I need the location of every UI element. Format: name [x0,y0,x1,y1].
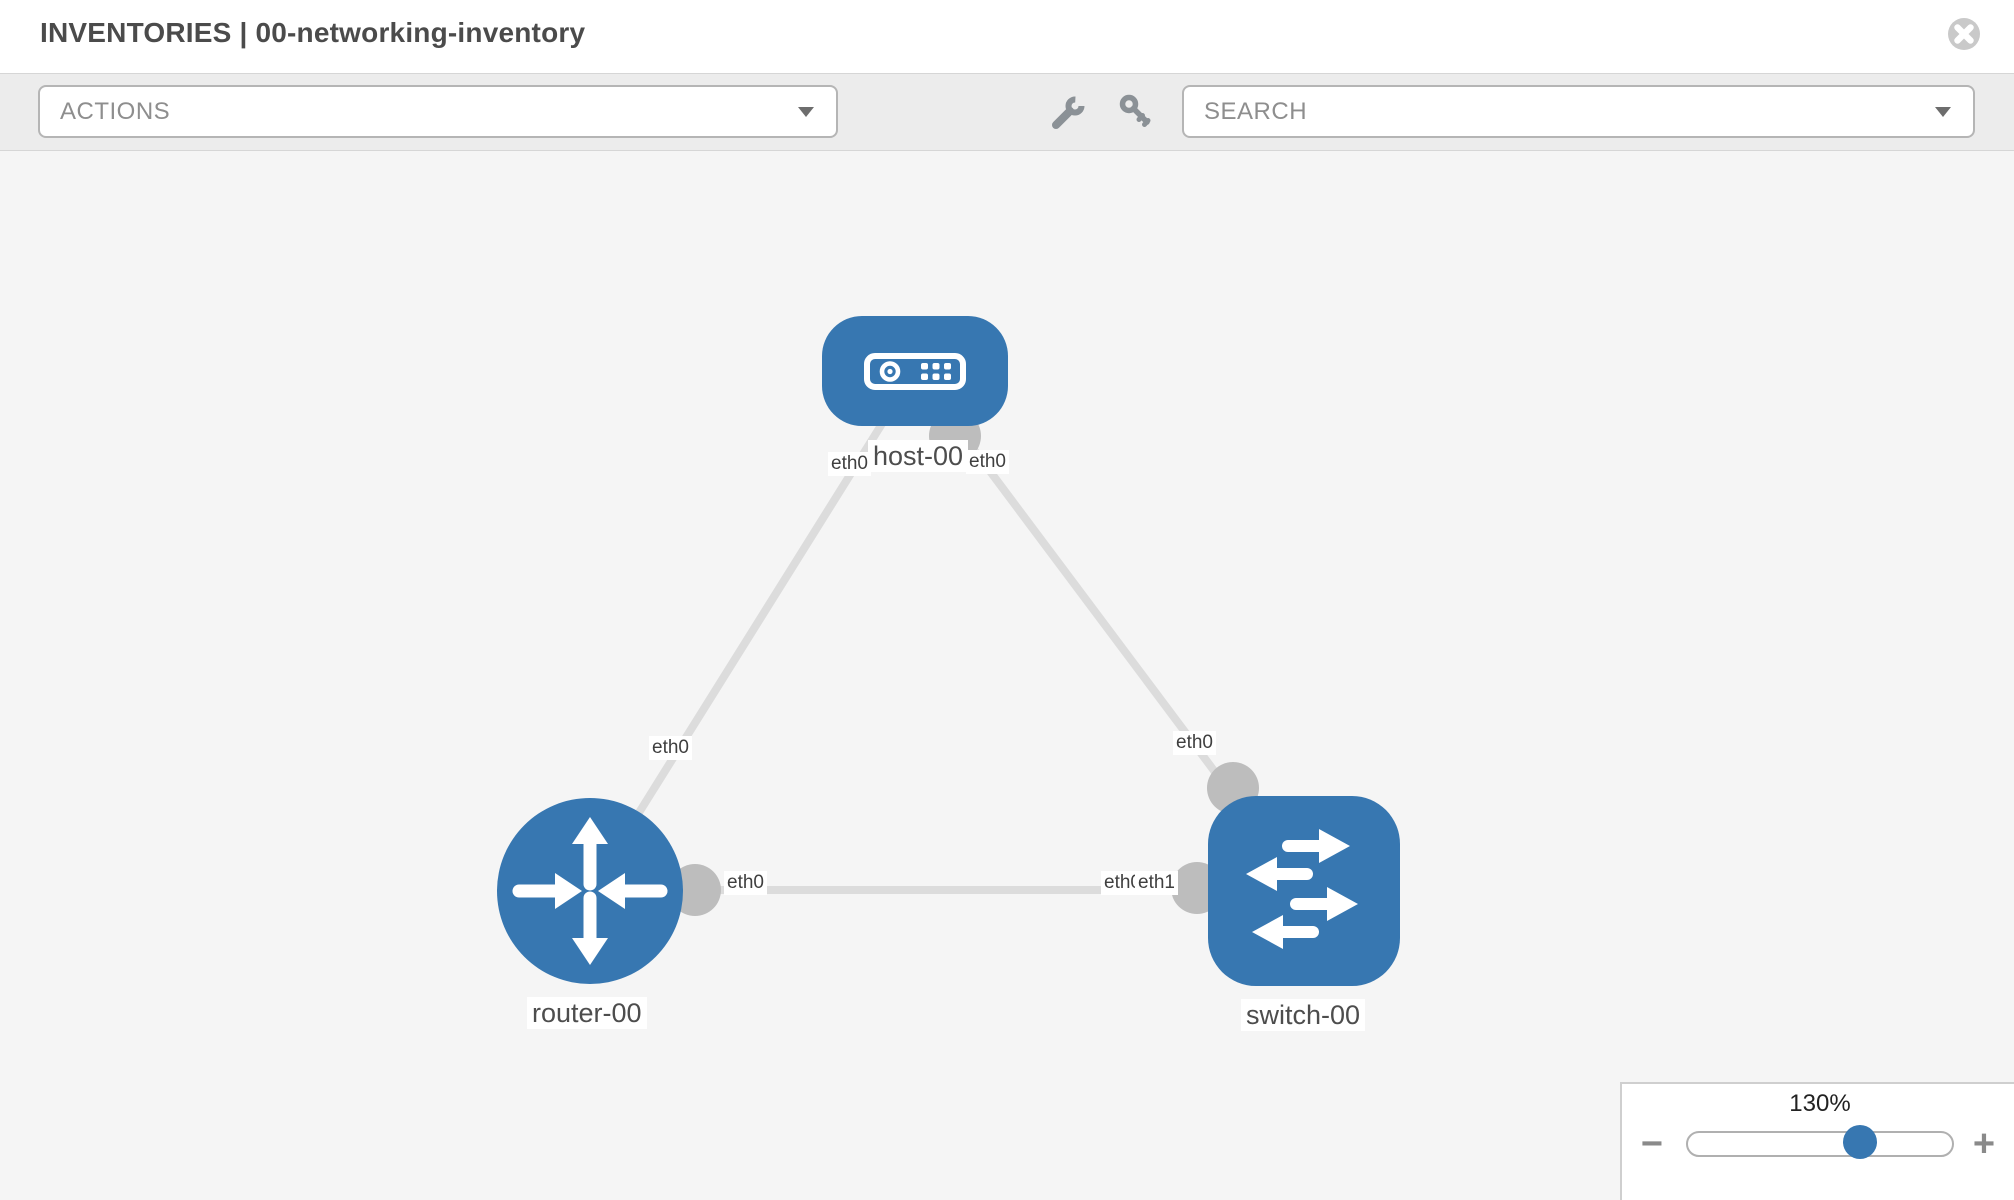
zoom-panel: 130% − + [1620,1082,2014,1200]
router-arrows-icon [512,817,668,965]
topology-graph [497,316,1400,986]
switch-arrows-icon [1246,829,1358,949]
search-dropdown[interactable]: SEARCH [1182,85,1975,138]
chevron-down-icon [798,106,814,117]
node-router[interactable] [497,798,683,984]
key-icon [1119,94,1151,127]
zoom-level: 130% [1789,1090,1851,1117]
topology-canvas[interactable]: eth0 eth0 eth0 eth0 eth0 eth0 eth1 host-… [0,151,2014,1200]
page-title: INVENTORIES | 00-networking-inventory [40,17,586,48]
node-label-router: router-00 [527,997,647,1029]
close-button[interactable] [1946,16,1982,52]
iface-label-router-switch-router-end: eth0 [724,871,767,895]
close-icon [1948,18,1980,50]
header: INVENTORIES | 00-networking-inventory [0,0,2014,74]
chevron-down-icon [1935,106,1951,117]
toolbar: ACTIONS SEARCH [0,74,2014,151]
actions-dropdown[interactable]: ACTIONS [38,85,838,138]
zoom-slider-row: − + [1622,1125,2014,1163]
actions-dropdown-label: ACTIONS [60,97,171,125]
iface-label-host-switch-host-end: eth0 [966,450,1009,474]
zoom-slider-track[interactable] [1686,1125,1954,1159]
zoom-in-button[interactable]: + [1964,1125,2004,1163]
search-placeholder: SEARCH [1204,97,1308,125]
credentials-button[interactable] [1116,92,1156,132]
zoom-slider-handle[interactable] [1843,1125,1877,1159]
node-switch[interactable] [1208,796,1400,986]
iface-label-host-router-host-end: eth0 [828,452,871,476]
iface-label-host-router-router-end: eth0 [649,736,692,760]
iface-label-host-switch-switch-end: eth0 [1173,731,1216,755]
host-server-icon [864,353,966,390]
node-label-switch: switch-00 [1241,999,1366,1031]
interface-ports [669,410,1259,916]
iface-label-router-switch-switch-end: eth1 [1135,871,1178,895]
key-management-button[interactable] [1048,92,1088,132]
node-label-host: host-00 [868,440,969,472]
zoom-out-button[interactable]: − [1632,1125,1672,1163]
wrench-icon [1052,96,1085,129]
node-host[interactable] [822,316,1008,426]
